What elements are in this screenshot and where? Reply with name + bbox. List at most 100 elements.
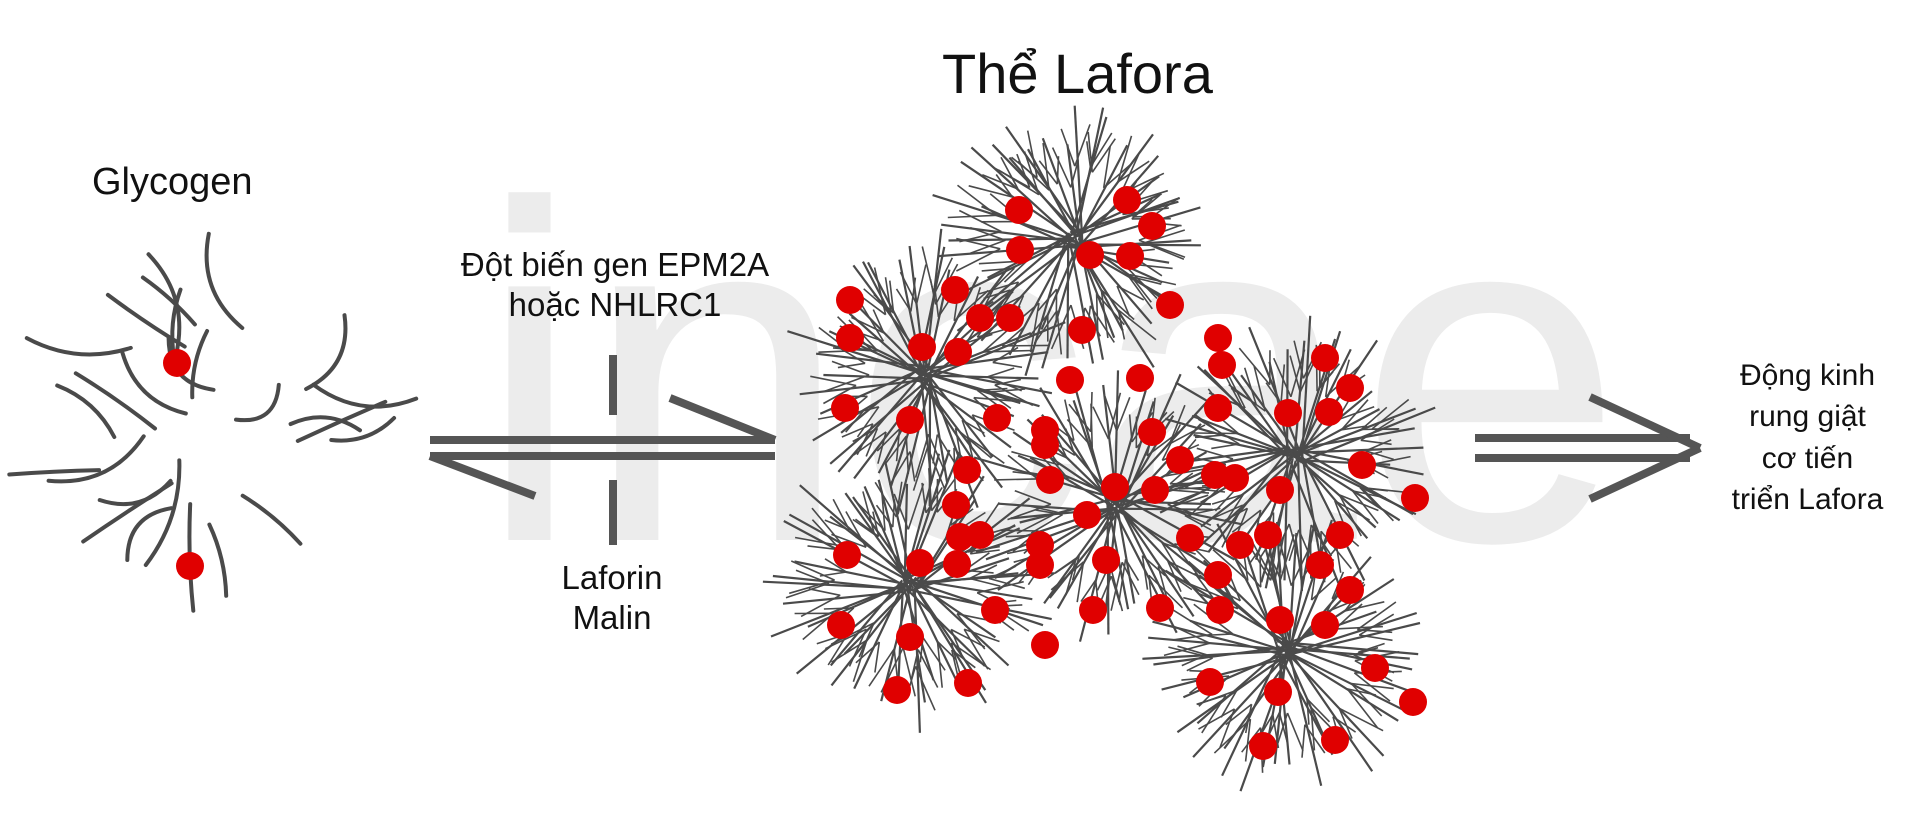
disease-line-2: rung giật bbox=[1700, 396, 1915, 437]
lafora-branch bbox=[875, 642, 879, 673]
lafora-branch bbox=[1285, 651, 1405, 711]
lafora-branch bbox=[1302, 725, 1305, 758]
lafora-granule bbox=[1068, 316, 1096, 344]
lafora-granule bbox=[1176, 524, 1204, 552]
lafora-granule bbox=[966, 304, 994, 332]
lafora-branch bbox=[994, 479, 1037, 480]
lafora-granule bbox=[981, 596, 1009, 624]
enzymes-label: Laforin Malin bbox=[512, 558, 712, 637]
lafora-granule bbox=[1056, 366, 1084, 394]
glycogen-branch bbox=[306, 315, 345, 389]
lafora-granule bbox=[1206, 596, 1234, 624]
lafora-granule bbox=[1113, 186, 1141, 214]
lafora-granule bbox=[1079, 596, 1107, 624]
lafora-granule bbox=[1264, 678, 1292, 706]
lafora-granule bbox=[1092, 546, 1120, 574]
lafora-granule bbox=[896, 623, 924, 651]
lafora-branch bbox=[1339, 708, 1383, 730]
mutation-line-2: hoặc NHLRC1 bbox=[415, 285, 815, 325]
lafora-granule bbox=[1138, 212, 1166, 240]
glycogen-branch bbox=[243, 496, 301, 544]
lafora-granule bbox=[1315, 398, 1343, 426]
lafora-granule bbox=[946, 523, 974, 551]
lafora-granule bbox=[833, 541, 861, 569]
disease-line-4: triển Lafora bbox=[1700, 479, 1915, 520]
lafora-granule bbox=[943, 550, 971, 578]
lafora-granule bbox=[906, 549, 934, 577]
lafora-granule bbox=[954, 669, 982, 697]
glycogen-branch bbox=[49, 436, 144, 481]
lafora-granule bbox=[1101, 473, 1129, 501]
disease-label: Động kinh rung giật cơ tiến triển Lafora bbox=[1700, 355, 1915, 521]
lafora-granule bbox=[1116, 242, 1144, 270]
mutation-line-1: Đột biến gen EPM2A bbox=[415, 245, 815, 285]
glycogen-branch bbox=[9, 470, 99, 474]
lafora-granule bbox=[1005, 196, 1033, 224]
lafora-granule bbox=[1266, 476, 1294, 504]
lafora-granule bbox=[1266, 606, 1294, 634]
lafora-branch bbox=[1281, 642, 1412, 669]
lafora-granule bbox=[1306, 551, 1334, 579]
lafora-granule bbox=[942, 491, 970, 519]
lafora-granule bbox=[1031, 431, 1059, 459]
lafora-granule bbox=[1146, 594, 1174, 622]
lafora-granule bbox=[896, 406, 924, 434]
disease-line-3: cơ tiến bbox=[1700, 438, 1915, 479]
lafora-granule bbox=[1311, 344, 1339, 372]
lafora-granule bbox=[1226, 531, 1254, 559]
lafora-granule bbox=[1336, 374, 1364, 402]
lafora-granule bbox=[1321, 726, 1349, 754]
lafora-branch bbox=[1068, 244, 1069, 358]
lafora-granule bbox=[1274, 399, 1302, 427]
lafora-granule bbox=[1399, 688, 1427, 716]
lafora-branch bbox=[1372, 429, 1398, 430]
lafora-granule bbox=[1196, 668, 1224, 696]
lafora-granule bbox=[1254, 521, 1282, 549]
lafora-branch bbox=[1260, 557, 1261, 587]
lafora-granule bbox=[1073, 501, 1101, 529]
lafora-granule bbox=[831, 394, 859, 422]
lafora-granule bbox=[944, 338, 972, 366]
lafora-granule bbox=[1138, 418, 1166, 446]
mutation-label: Đột biến gen EPM2A hoặc NHLRC1 bbox=[415, 245, 815, 324]
lafora-granule bbox=[941, 276, 969, 304]
lafora-granule bbox=[1326, 521, 1354, 549]
enzyme-malin: Malin bbox=[512, 598, 712, 638]
lafora-granule bbox=[1204, 324, 1232, 352]
lafora-granule bbox=[1401, 484, 1429, 512]
glycogen-branch bbox=[313, 385, 416, 407]
lafora-granule bbox=[1311, 611, 1339, 639]
lafora-granule bbox=[1208, 351, 1236, 379]
glycogen-branch bbox=[27, 338, 131, 354]
glycogen-branch bbox=[207, 234, 243, 328]
lafora-branch bbox=[1002, 345, 1049, 346]
lafora-granule bbox=[1348, 451, 1376, 479]
lafora-granule bbox=[1361, 654, 1389, 682]
lafora-granule bbox=[1249, 732, 1277, 760]
lafora-granule bbox=[836, 286, 864, 314]
lafora-granule bbox=[1126, 364, 1154, 392]
disease-line-1: Động kinh bbox=[1700, 355, 1915, 396]
lafora-granule bbox=[1026, 551, 1054, 579]
lafora-granule bbox=[1006, 236, 1034, 264]
glycogen-branch bbox=[209, 525, 226, 596]
lafora-granule bbox=[883, 676, 911, 704]
enzyme-laforin: Laforin bbox=[512, 558, 712, 598]
lafora-granule bbox=[996, 304, 1024, 332]
lafora-branch bbox=[1288, 713, 1304, 751]
glycogen-granule bbox=[176, 552, 204, 580]
lafora-granule bbox=[1156, 291, 1184, 319]
glycogen-branch bbox=[236, 385, 279, 420]
lafora-granule bbox=[1076, 241, 1104, 269]
lafora-body-title: Thể Lafora bbox=[942, 40, 1213, 107]
lafora-granule bbox=[908, 333, 936, 361]
glycogen-title: Glycogen bbox=[92, 160, 253, 206]
lafora-granule bbox=[1204, 561, 1232, 589]
lafora-granule bbox=[836, 324, 864, 352]
lafora-granule bbox=[983, 404, 1011, 432]
lafora-granule bbox=[1204, 394, 1232, 422]
glycogen-structure bbox=[9, 234, 416, 611]
lafora-granule bbox=[1166, 446, 1194, 474]
